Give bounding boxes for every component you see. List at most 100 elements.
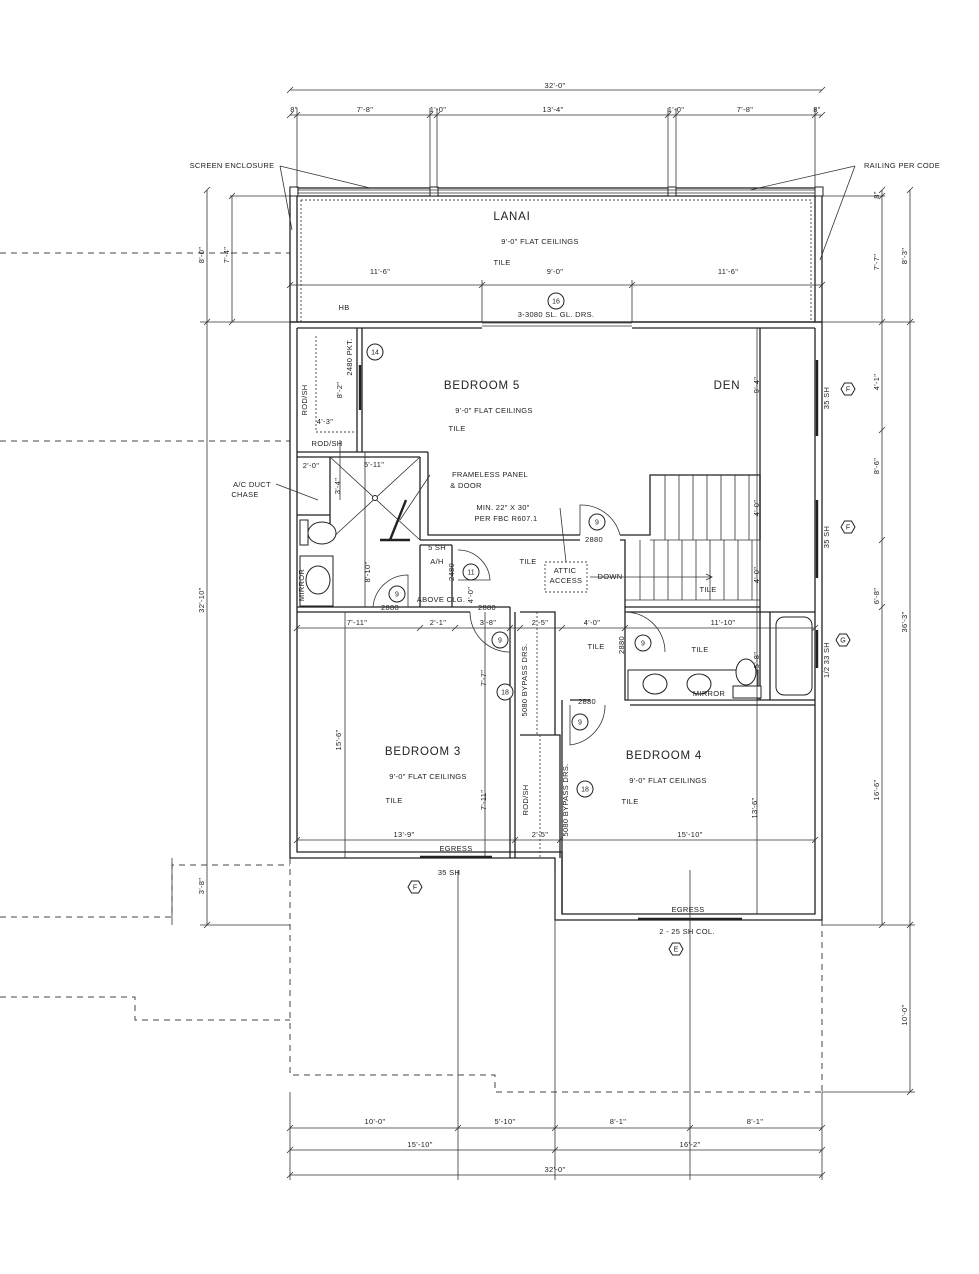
- dimensions-left-1-label: 7'-4": [222, 247, 231, 263]
- notes-hose-bibb-label: HB: [338, 303, 349, 312]
- sink-2: [642, 673, 668, 695]
- dimension-tick: [878, 186, 886, 194]
- dimensions-mid-row-4-label: 4'-0": [584, 618, 600, 627]
- door-tag-circle: [547, 292, 565, 310]
- rooms-bedroom4-floor-label: TILE: [621, 797, 638, 806]
- rooms-hall2-floor-label: TILE: [587, 642, 604, 651]
- notes-window-2-label: 35 SH: [822, 526, 831, 548]
- stairs: [639, 475, 753, 600]
- fixtures: [299, 456, 813, 701]
- door-tag-circle: [462, 563, 480, 581]
- rooms-lanai-ceiling-label: 9'-0" FLAT CEILINGS: [501, 237, 578, 246]
- dimensions-top-overall-label: 32'-0": [545, 81, 566, 90]
- window-tag-hexagon: [840, 520, 856, 534]
- notes-mirror-2-label: MIRROR: [693, 689, 725, 698]
- notes-door-2880-a-label: 2880: [585, 535, 603, 544]
- rooms-bedroom4-name-label: BEDROOM 4: [626, 750, 702, 762]
- dimensions-left-0-label: 8'-0": [197, 247, 206, 263]
- dimensions-bottom-row1-1-label: 5'-10": [495, 1117, 516, 1126]
- dimension-tick: [556, 836, 564, 844]
- dimensions-top-segments-1-label: 7'-8": [357, 105, 373, 114]
- dimensions-lanai-segments-2-label: 11'-6": [718, 267, 738, 276]
- toilet-1: [307, 521, 337, 545]
- rooms-bedroom3-ceiling-label: 9'-0" FLAT CEILINGS: [389, 772, 466, 781]
- door-tag-circle: [491, 631, 509, 649]
- window-tag: F: [846, 387, 850, 394]
- door-tag: 18: [501, 690, 509, 697]
- dimensions-right-6-label: 36'-3": [900, 612, 909, 633]
- dimension-tick: [506, 624, 514, 632]
- window-tag: E: [674, 947, 679, 954]
- notes-lanai-doors-label: 3-3080 SL. GL. DRS.: [518, 310, 595, 319]
- dimensions-interior-1-label: 4'-3": [317, 417, 333, 426]
- notes-door-2880-d-label: 2880: [617, 636, 626, 654]
- dimensions-interior-13-label: 7'-11": [479, 790, 488, 810]
- door-tag: 16: [552, 299, 560, 306]
- toilet-2: [735, 658, 757, 686]
- sink-3: [686, 673, 712, 695]
- notes-air-handler-label: A/H: [430, 557, 443, 566]
- dimensions-interior-14-label: 13'-6": [750, 798, 759, 819]
- notes-door-2880-e-label: 2880: [578, 697, 596, 706]
- dimension-tick: [878, 426, 886, 434]
- interior-walls: [297, 328, 815, 914]
- dimensions-mid-row-5-label: 11'-10": [711, 618, 736, 627]
- dimensions-lanai-segments-1-label: 9'-0": [547, 267, 563, 276]
- notes-attic-min-2-label: PER FBC R607.1: [475, 514, 538, 523]
- bathtub: [775, 616, 813, 696]
- dimensions-left-3-label: 3'-8": [197, 878, 206, 894]
- rooms-hall-floor-label: TILE: [519, 557, 536, 566]
- notes-rod-shelf-2-label: ROD/SH: [312, 439, 343, 448]
- notes-door-2880-c-label: 2880: [478, 603, 496, 612]
- notes-window-1-label: 35 SH: [822, 387, 831, 409]
- sink-1: [305, 565, 331, 595]
- dimensions-top-segments-6-label: 8": [813, 105, 820, 114]
- dimensions-right-7-label: 16'-6": [872, 780, 881, 801]
- dimensions-interior-5-label: 8'-10": [363, 562, 372, 583]
- dimensions-interior-2-label: 2'-0": [303, 461, 319, 470]
- notes-shelf-label: 5 SH: [428, 543, 446, 552]
- door-tag: 9: [578, 720, 582, 727]
- dimensions-lower-row-1-label: 2'-5": [532, 830, 548, 839]
- dimensions-right-3-label: 4'-1": [872, 374, 881, 390]
- notes-attic-1-label: ATTIC: [554, 566, 577, 575]
- window-tag-hexagon: [407, 880, 423, 894]
- notes-door-2480-label: 2480: [447, 563, 456, 581]
- rooms-bedroom5-name-label: BEDROOM 5: [444, 380, 520, 392]
- notes-rod-shelf-3-label: ROD/SH: [521, 785, 530, 816]
- dimension-tick: [286, 86, 294, 94]
- dimension-tick: [818, 281, 826, 289]
- door-tag-circle: [496, 683, 514, 701]
- dimension-tick: [818, 86, 826, 94]
- dimension-tick: [293, 624, 301, 632]
- window-tag: G: [840, 638, 845, 645]
- dimensions-right-8-label: 10'-0": [900, 1005, 909, 1026]
- dimension-tick: [906, 186, 914, 194]
- dimensions-interior-3-label: 5'-11": [364, 460, 384, 469]
- door-tag-circle: [571, 713, 589, 731]
- door-tag: 9: [595, 520, 599, 527]
- door-tag: 11: [467, 570, 474, 577]
- dimensions-top-segments-4-label: 1'-0": [668, 105, 684, 114]
- notes-attic-2-label: ACCESS: [550, 576, 583, 585]
- notes-frameless-1-label: FRAMELESS PANEL: [452, 470, 528, 479]
- notes-bypass-1-label: 5080 BYPASS DRS.: [520, 643, 529, 716]
- rooms-bedroom5-floor-label: TILE: [448, 424, 465, 433]
- notes-window-4-label: 35 SH: [438, 868, 460, 877]
- rooms-lanai-floor-label: TILE: [493, 258, 510, 267]
- dimensions-bottom-row1-2-label: 8'-1": [610, 1117, 626, 1126]
- dimensions-lower-row-0-label: 13'-9": [394, 830, 415, 839]
- window-tag-hexagon: [668, 942, 684, 956]
- door-tag: 9: [395, 592, 399, 599]
- notes-rod-shelf-1-label: ROD/SH: [300, 385, 309, 416]
- notes-egress-2-label: EGRESS: [671, 905, 704, 914]
- dimensions-bottom-row2-0-label: 15'-10": [407, 1140, 432, 1149]
- rooms-den-name-label: DEN: [714, 380, 741, 392]
- dimension-tick: [621, 624, 629, 632]
- dimensions-left-2-label: 32'-10": [197, 587, 206, 612]
- dimensions-mid-row-2-label: 3'-8": [480, 618, 496, 627]
- rooms-bedroom5-ceiling-label: 9'-0" FLAT CEILINGS: [455, 406, 532, 415]
- exterior-walls: [289, 321, 823, 921]
- notes-down-label: DOWN: [598, 572, 623, 581]
